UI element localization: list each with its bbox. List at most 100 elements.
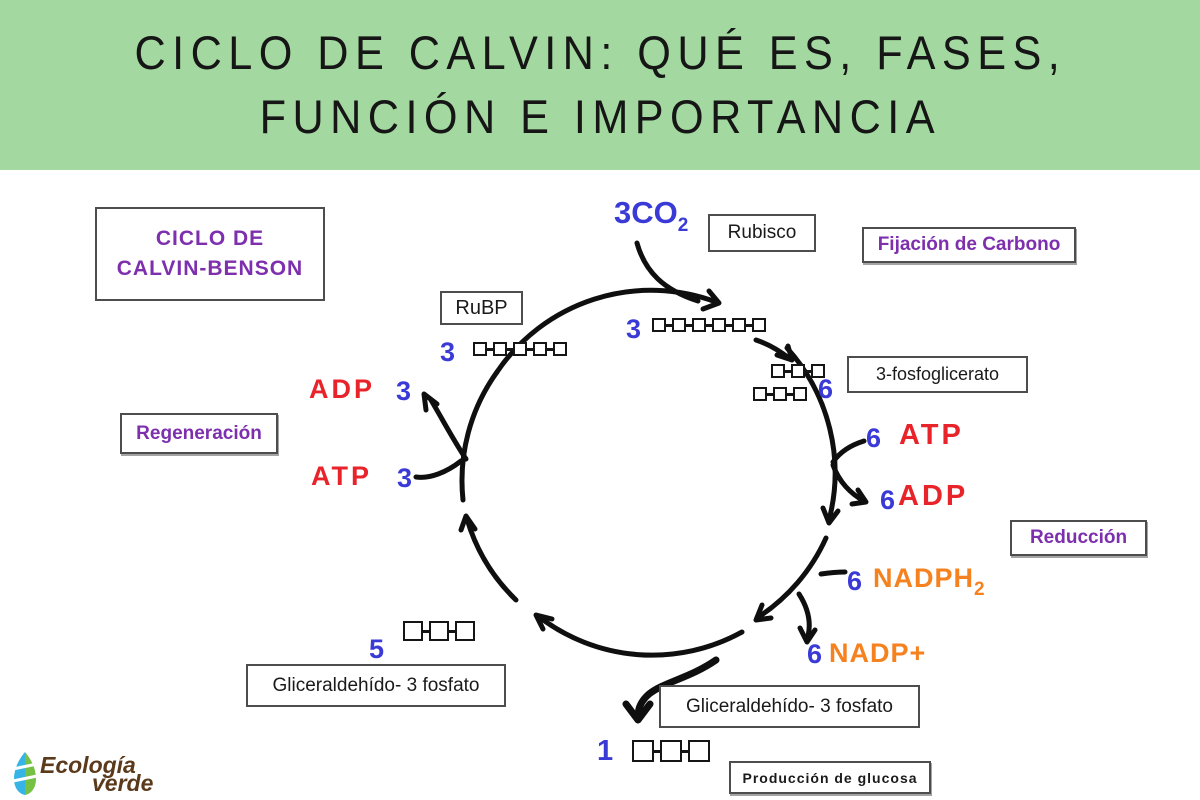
carbon-link: [805, 369, 811, 373]
carbon-square: [652, 318, 666, 332]
box-g3p-left: Gliceraldehído- 3 fosfato: [246, 664, 506, 707]
page-title-line1: CICLO DE CALVIN: QUÉ ES, FASES,: [134, 26, 1066, 79]
adp-left-label: ADP: [309, 374, 376, 404]
co2-count: 3: [614, 195, 632, 230]
cycle-title-line1: CICLO DE: [155, 227, 265, 250]
page-title-line2: FUNCIÓN E IMPORTANCIA: [259, 90, 941, 143]
line-nadph-in: [818, 569, 848, 577]
header-banner: CICLO DE CALVIN: QUÉ ES, FASES, FUNCIÓN …: [0, 0, 1200, 170]
carbon-link: [767, 392, 773, 396]
g3p-bottom-count: 1: [597, 735, 614, 767]
carbon-square: [732, 318, 746, 332]
arrow-adp-out-right: [830, 462, 867, 504]
cycle-title-line2: CALVIN-BENSON: [116, 257, 304, 280]
arrow-co2-entry: [634, 240, 701, 304]
carbon-square: [473, 342, 487, 356]
carbon-link: [654, 749, 660, 753]
adp-right-label: ADP: [898, 480, 969, 512]
carbon-square: [791, 364, 805, 378]
arrow-adp-out-left: [428, 397, 469, 462]
rubp-carbon-chain: [473, 342, 567, 356]
carbon-square: [712, 318, 726, 332]
arrowhead-g3p: [622, 700, 654, 724]
nadp-count: 6: [807, 639, 823, 669]
carbon-square: [660, 740, 682, 762]
atp-left-label: ATP: [311, 461, 372, 491]
carbon-square: [753, 387, 767, 401]
arrowhead-bottom-right: [753, 602, 774, 623]
atp-right-count: 6: [866, 423, 882, 453]
carbon-link: [666, 323, 672, 327]
adp-right-count: 6: [880, 485, 896, 515]
co2-subscript: 2: [677, 215, 689, 236]
carbon-link: [746, 323, 752, 327]
logo-text-line2: verde: [92, 770, 154, 796]
carbon-square: [632, 740, 654, 762]
nadph-label: NADPH2: [873, 565, 986, 600]
carbon-link: [487, 347, 493, 351]
leaf-icon: [12, 752, 38, 795]
carbon-link: [449, 629, 455, 633]
arrowhead-adp-left: [421, 391, 440, 413]
fosfoglicerato-chain-row2: [753, 387, 807, 401]
carbon-link: [787, 392, 793, 396]
carbon-link: [726, 323, 732, 327]
box-regeneracion: Regeneración: [120, 413, 278, 454]
fixed-count: 3: [626, 314, 642, 344]
ecologia-verde-logo: Ecología verde: [12, 748, 162, 798]
carbon-square: [773, 387, 787, 401]
box-g3p-right: Gliceraldehído- 3 fosfato: [659, 685, 920, 728]
cycle-arc-left-lower: [464, 516, 519, 603]
carbon-link: [507, 347, 513, 351]
carbon-square: [752, 318, 766, 332]
carbon-square: [771, 364, 785, 378]
carbon-square: [688, 740, 710, 762]
arrowhead-right: [820, 505, 841, 526]
carbon-link: [686, 323, 692, 327]
box-reduccion: Reducción: [1010, 520, 1147, 556]
logo-text-line1: Ecología: [40, 752, 136, 778]
line-atp-in-left: [413, 458, 464, 480]
nadph-count: 6: [847, 566, 863, 596]
carbon-link: [682, 749, 688, 753]
box-3-fosfoglicerato: 3-fosfoglicerato: [847, 356, 1028, 393]
arrowhead-top: [700, 288, 722, 312]
carbon-link: [423, 629, 429, 633]
carbon-square: [553, 342, 567, 356]
carbon-link: [527, 347, 533, 351]
carbon-link: [706, 323, 712, 327]
box-rubp: RuBP: [440, 291, 523, 325]
g3p-bottom-chain: [632, 740, 710, 762]
carbon-square: [513, 342, 527, 356]
carbon-link: [785, 369, 791, 373]
atp-left-count: 3: [397, 463, 413, 493]
arrow-nadp-out: [796, 591, 812, 643]
arrow-atp-in-right: [830, 438, 867, 465]
carbon-square: [429, 621, 449, 641]
box-rubisco: Rubisco: [708, 214, 816, 252]
arrowhead-nadp: [797, 625, 818, 645]
carbon-square: [403, 621, 423, 641]
cycle-arc-right-lower: [754, 535, 829, 621]
rubp-count: 3: [440, 337, 456, 367]
adp-left-count: 3: [396, 376, 412, 406]
box-cycle-title: CICLO DE CALVIN-BENSON: [95, 207, 325, 301]
co2-formula: CO: [631, 195, 678, 230]
carbon-square: [692, 318, 706, 332]
cycle-arc-bottom: [535, 613, 745, 658]
arrowhead-fosfoglicerato: [774, 343, 795, 363]
carbon-square: [533, 342, 547, 356]
carbon-square: [672, 318, 686, 332]
box-produccion-glucosa: Producción de glucosa: [729, 761, 931, 794]
nadph-subscript: 2: [974, 579, 986, 600]
atp-right-label: ATP: [899, 419, 964, 451]
carbon-square: [455, 621, 475, 641]
fosfoglicerato-chain-row1: [771, 364, 825, 378]
fixed-carbon-chain: [652, 318, 766, 332]
g3p-left-count: 5: [369, 634, 385, 664]
co2-label: 3CO2: [614, 197, 688, 235]
g3p-left-chain: [403, 621, 475, 641]
nadp-label: NADP+: [829, 638, 927, 668]
